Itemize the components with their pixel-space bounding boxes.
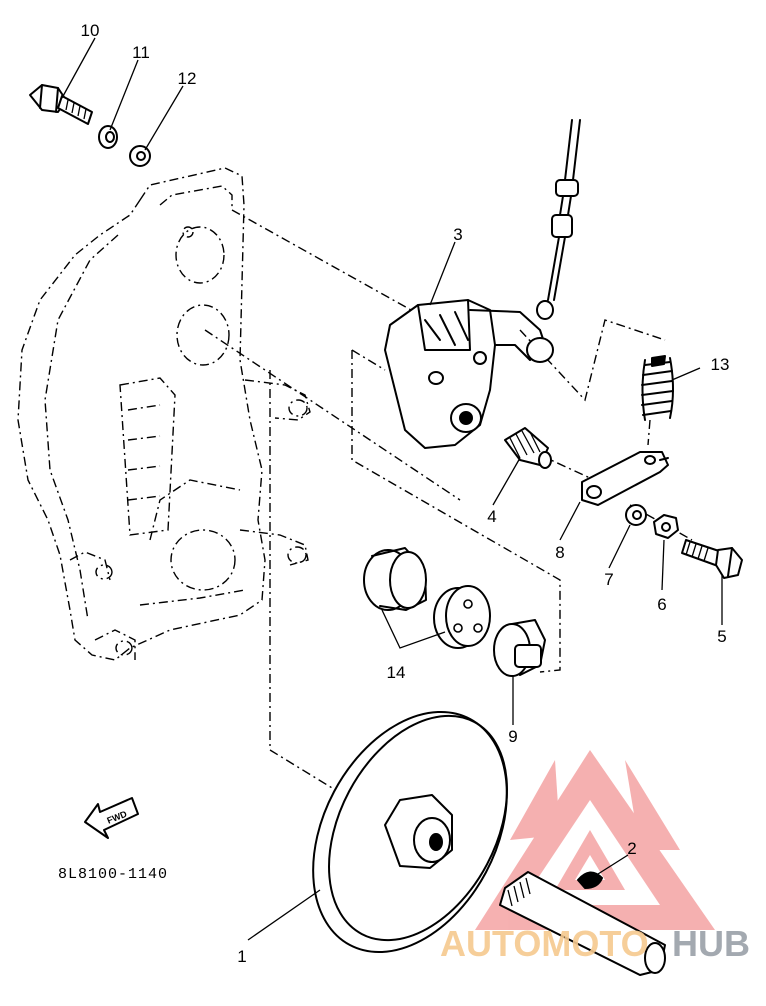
washer-part-11 [98,125,118,149]
callout-4: 4 [487,507,496,526]
watermark-text-automoto: AUTOMOTO [440,923,649,964]
washer-part-7 [625,504,647,526]
callout-6: 6 [657,595,666,614]
lever-part-8 [581,451,669,506]
callout-9: 9 [508,727,517,746]
fwd-arrow-icon: FWD [84,797,139,839]
part-code: 8L8100-1140 [58,866,168,883]
callout-2: 2 [627,839,636,858]
callout-10: 10 [81,21,100,40]
nut-part-6 [653,514,679,539]
plug-part-9 [493,619,546,677]
callout-3: 3 [453,225,462,244]
shaft-part-1 [499,871,666,976]
key-part-2 [577,871,603,889]
callout-13: 13 [711,355,730,374]
watermark-text-hub: HUB [672,923,750,964]
bracket-part-3 [384,299,554,449]
spring-part-13 [641,355,674,421]
callout-12: 12 [178,69,197,88]
control-cable [536,119,581,320]
callout-1: 1 [237,947,246,966]
housing-case [17,167,311,661]
fitting-part-4 [504,427,552,469]
callout-8: 8 [555,543,564,562]
callout-7: 7 [604,570,613,589]
callout-labels: 10 11 12 3 13 4 8 7 6 5 14 9 2 1 [81,21,730,966]
watermark-text: AUTOMOTO HUB [440,923,750,964]
bolt-part-10 [29,84,93,125]
bolt-part-5 [681,539,743,579]
washer-part-12 [129,145,151,167]
callout-leaders [61,37,723,941]
callout-5: 5 [717,627,726,646]
sheave-part-1 [312,710,508,954]
disc-part-14b [433,585,491,649]
callout-11: 11 [132,43,150,62]
cap-part-14a [363,547,427,611]
callout-14: 14 [387,663,406,682]
